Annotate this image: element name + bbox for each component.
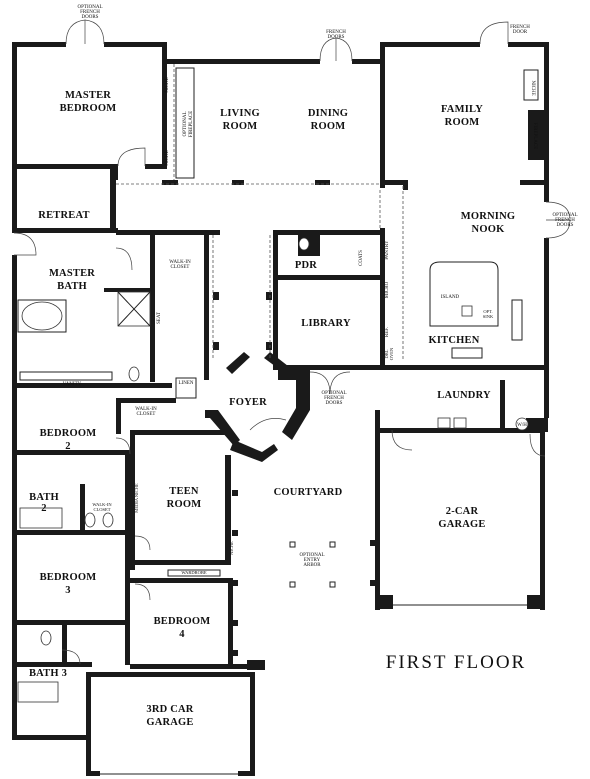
niche-note-bottom: NICHE [165,150,170,165]
niche-note-teen: NICHE [229,541,234,555]
media-niche-note: MEDIA NICHE [134,483,139,513]
optional-fireplace-note: OPTIONALFIREPLACE [183,111,194,138]
library-label: LIBRARY [301,318,351,329]
courtyard-label: COURTYARD [274,487,343,498]
pdr-label: PDR [295,260,317,271]
ref-note: REF. [385,327,390,337]
niche-note-family: NICHE [530,80,535,95]
wh-note: W/H [517,423,527,428]
island-note: ISLAND [441,295,460,300]
coats-note: COATS [359,250,364,266]
wardrobe-note: WARDROBE [181,570,207,575]
vanity-note: VANITY [63,382,82,387]
laundry-label: LAUNDRY [437,390,491,401]
floor-title: FIRST FLOOR [386,652,526,673]
bath-3-label: BATH 3 [29,668,67,679]
kitchen-label: KITCHEN [429,335,480,346]
seat-note: SEAT [157,312,162,324]
door-swings [13,19,571,665]
linen-note: LINEN [179,381,194,386]
micro-note: MICRO [385,281,390,298]
niche-note-top: NICHE [165,77,170,92]
fixtures [17,64,539,775]
foyer-label: FOYER [229,397,267,408]
retreat-label: RETREAT [38,210,89,221]
pantry-note: PANTRY [385,240,390,260]
opt-sink-note: OPT.SINK [483,309,494,319]
dbl-oven-note: DBLOVEN [384,347,394,360]
fireplace-note: FIREPLACE [532,123,537,150]
